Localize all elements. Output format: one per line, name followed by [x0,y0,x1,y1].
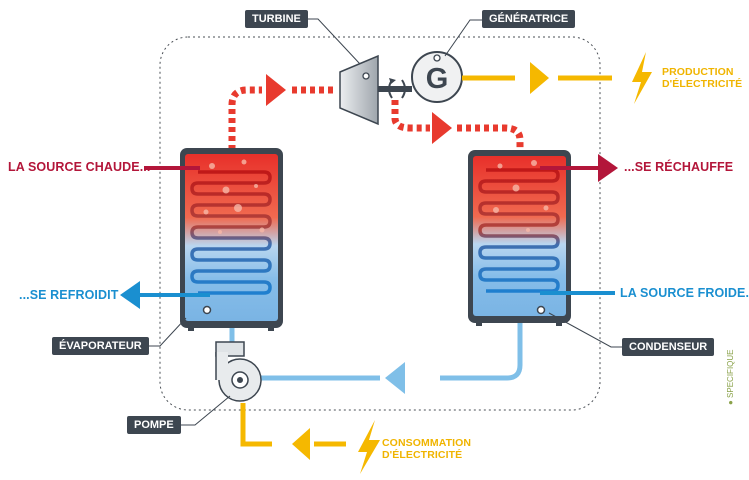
se-refroidit-label: ...SE REFROIDIT [19,288,119,302]
lightning-icon [358,420,380,474]
evaporator-tank [180,148,283,331]
hot-pipe [228,86,524,152]
pompe-label: POMPE [127,416,181,434]
cold-pipe [229,320,523,381]
consommation-line1: CONSOMMATION [382,437,472,449]
se-rechauffe-label: ...SE RÉCHAUFFE [624,160,734,174]
arrow-icon [292,428,310,460]
electricity-output [462,52,652,104]
arrow-icon [266,74,286,106]
hot-pipe-arrows [266,74,452,144]
generatrice-label: GÉNÉRATRICE [482,10,576,28]
publisher-logo: ● SPECIFIQUE [726,349,735,405]
consommation-label: CONSOMMATION D'ÉLECTRICITÉ [382,437,471,461]
electricity-input [240,403,380,474]
production-label: PRODUCTION D'ÉLECTRICITÉ [662,66,742,90]
cools-down-arrow [120,281,210,309]
turbine-label: TURBINE [245,10,308,28]
arrow-icon [530,62,549,94]
heats-up-arrow [540,154,618,182]
turbine [339,54,412,126]
source-chaude-label: LA SOURCE CHAUDE... [8,160,151,174]
lightning-icon [632,52,652,104]
evaporateur-label: ÉVAPORATEUR [52,337,149,355]
arrow-icon [385,362,405,394]
pump [215,341,262,402]
condenseur-label: CONDENSEUR [622,338,715,356]
source-froide-label: LA SOURCE FROIDE... [620,286,749,300]
arrow-icon [432,112,452,144]
production-line1: PRODUCTION [662,66,734,78]
condenser-tank [468,150,571,326]
arrow-icon [598,154,618,182]
leader-lines [148,18,622,426]
arrow-icon [120,281,140,309]
generator-letter: G [426,63,449,95]
consommation-line2: D'ÉLECTRICITÉ [382,449,463,461]
system-boundary [159,36,601,411]
production-line2: D'ÉLECTRICITÉ [662,78,743,90]
